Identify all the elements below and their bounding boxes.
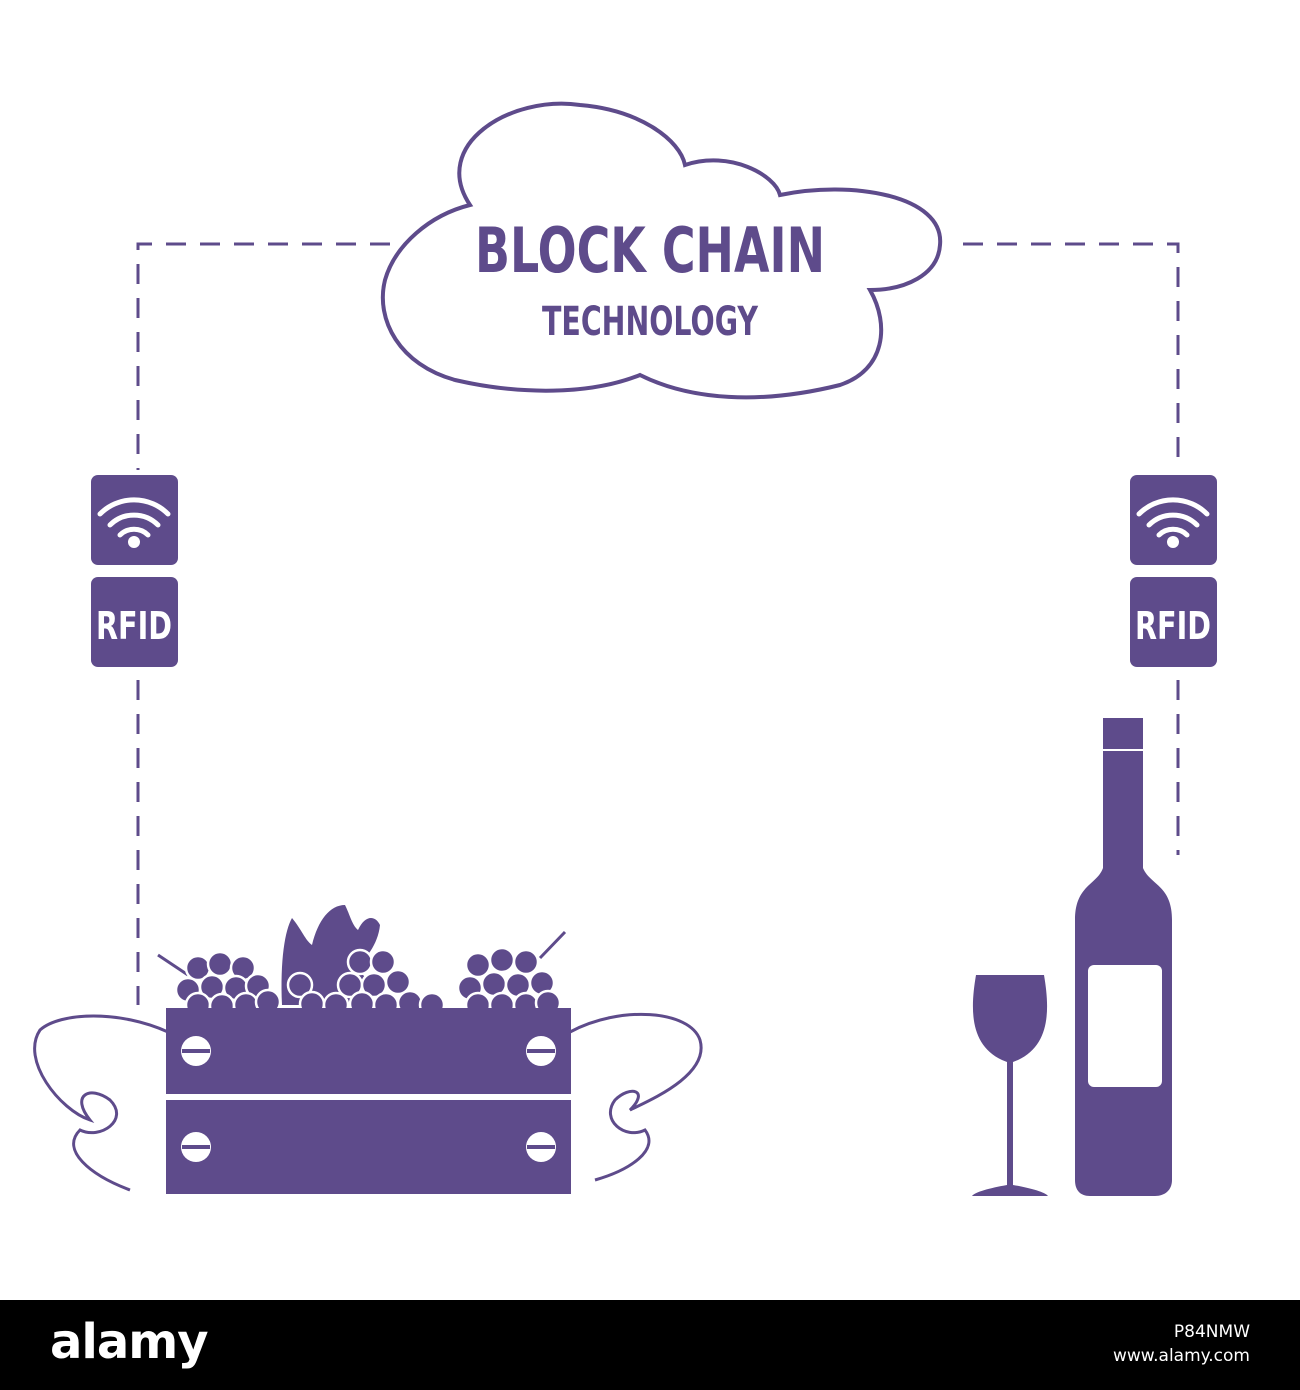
image-id: P84NMW [1173,1322,1250,1342]
right-rfid-tag: RFID [1130,475,1217,667]
right-connector [963,242,1180,470]
right-wifi-box [1130,475,1217,565]
grapes [174,946,562,1020]
left-wifi-box [91,475,178,565]
wifi-icon [97,497,171,538]
dashed-connector-lines [136,242,1180,1005]
cloud-shape [380,101,943,400]
cloud-title: BLOCK CHAIN [475,214,825,287]
wine-glass-icon [972,975,1048,1196]
left-rfid-tag: RFID [91,475,178,667]
crate-board-bottom [166,1100,571,1194]
bottle-label [1088,965,1162,1087]
image-meta: P84NMW www.alamy.com [1113,1320,1250,1368]
left-connector [136,242,390,470]
cloud-subtitle: TECHNOLOGY [542,299,759,345]
left-rfid-box [91,577,178,667]
grape-crate-icon [33,905,703,1194]
left-rfid-label: RFID [96,604,172,648]
crate-board-top [166,1008,571,1094]
right-rfid-label: RFID [1135,604,1211,648]
right-rfid-box [1130,577,1217,667]
wine-bottle-icon [1075,718,1172,1196]
blockchain-diagram: BLOCK CHAIN TECHNOLOGY RFID RFID [33,101,1217,1196]
brand-logo: alamy [50,1314,209,1370]
wifi-icon [1136,497,1210,538]
site-url: www.alamy.com [1112,1346,1250,1366]
footer-bar: alamy P84NMW www.alamy.com [0,1300,1300,1390]
